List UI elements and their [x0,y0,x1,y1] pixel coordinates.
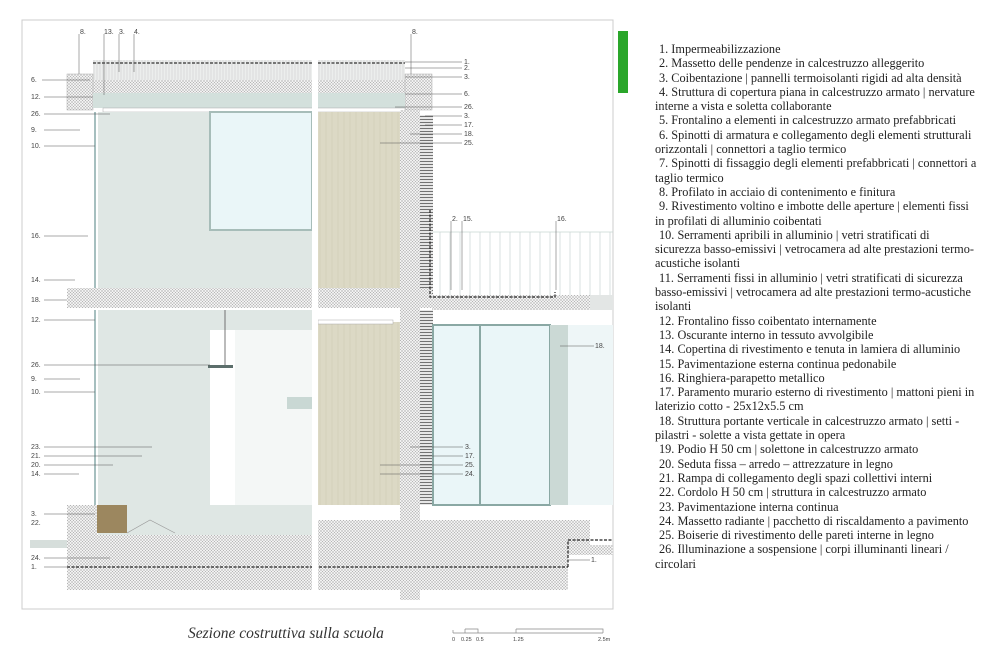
legend-item: 11. Serramenti fissi in alluminio | vetr… [655,270,971,314]
legend-item: 24. Massetto radiante | pacchetto di ris… [659,513,969,528]
scale-tick: 0 [452,637,455,643]
callout: 18. [595,343,605,350]
legend-item: 2. Massetto delle pendenze in calcestruz… [659,56,925,71]
legend-item: 8. Profilato in acciaio di contenimento … [659,184,896,199]
legend-item: 10. Serramenti apribili in alluminio | v… [655,227,974,271]
legend-item: 15. Pavimentazione esterna continua pedo… [659,356,897,371]
callout: 3. [31,511,37,518]
callout: 25. [464,140,474,147]
legend-item: 12. Frontalino fisso coibentato internam… [659,313,877,328]
legend-item: 4. Struttura di copertura piana in calce… [655,84,975,114]
drawing-title: Sezione costruttiva sulla scuola [188,625,384,642]
callout: 16. [557,216,567,223]
legend-item: 16. Ringhiera-parapetto metallico [659,370,825,385]
legend-item: 13. Oscurante interno in tessuto avvolgi… [659,327,874,342]
legend-item: 5. Frontalino a elementi in calcestruzzo… [659,113,957,128]
callout: 6. [464,91,470,98]
callout: 9. [31,376,37,383]
legend-item: 23. Pavimentazione interna continua [659,499,839,514]
legend-item: 25. Boiserie di rivestimento delle paret… [659,528,934,543]
brick-facing-lower [420,310,433,505]
legend-item: 18. Struttura portante verticale in calc… [655,413,960,443]
callout: 25. [465,462,475,469]
legend-item: 14. Copertina di rivestimento e tenuta i… [659,342,961,357]
roof [66,60,433,113]
scale-bar: 0 0.25 0.5 1.25 2.5m [452,628,611,643]
callout: 12. [31,317,41,324]
railing [433,231,613,295]
callout: 10. [31,389,41,396]
callout: 3. [465,444,471,451]
scale-tick: 1.25 [513,637,524,643]
legend-item: 6. Spinotti di armatura e collegamento d… [655,127,972,157]
callout: 1. [31,564,37,571]
callout: 2. [452,216,458,223]
callout: 24. [31,555,41,562]
callout: 26. [31,362,41,369]
callout: 17. [464,122,474,129]
callout: 14. [31,277,41,284]
callout: 18. [31,297,41,304]
legend-item: 9. Rivestimento voltino e imbotte delle … [655,199,969,228]
scale-tick: 0.5 [476,637,484,643]
callout: 8. [412,29,418,36]
callout: 3. [464,74,470,81]
podium-right [318,520,613,590]
legend-item: 22. Cordolo H 50 cm | struttura in calce… [659,485,927,500]
callout: 1. [464,59,470,66]
callout: 18. [464,131,474,138]
scale-tick: 0.25 [461,637,472,643]
callout: 9. [31,127,37,134]
callout: 14. [31,471,41,478]
callout: 3. [119,29,125,36]
legend-item: 20. Seduta fissa – arredo – attrezzature… [659,456,893,471]
lower-window [432,324,551,506]
concrete-column [550,325,568,505]
brick-facing-upper [420,115,433,295]
upper-window [209,111,313,231]
callout: 17. [465,453,475,460]
legend-item: 1. Impermeabilizzazione [659,42,781,56]
callout: 4. [134,29,140,36]
accent-bar [618,31,628,93]
right-wall [400,110,420,600]
callout: 26. [31,111,41,118]
callout: 6. [31,77,37,84]
callout: 21. [31,453,41,460]
callout: 16. [31,233,41,240]
legend-item: 21. Rampa di collegamento degli spazi co… [659,470,933,485]
callout: 13. [104,29,114,36]
callout: 12. [31,94,41,101]
legend-item: 3. Coibentazione | pannelli termoisolant… [659,70,962,85]
callout: 8. [80,29,86,36]
callout: 1. [591,557,597,564]
legend-item: 17. Paramento murario esterno di rivesti… [655,385,975,414]
wood-seat [97,505,127,533]
callout: 2. [464,65,470,72]
podium-left [67,505,312,590]
section-drawing: 8. 13. 3. 4. 8. 6. 12. 26. 9. 10. 16. 14… [21,19,614,610]
callout: 10. [31,143,41,150]
callout-texts: 8. 13. 3. 4. 8. 6. 12. 26. 9. 10. 16. 14… [31,29,605,571]
callout: 15. [463,216,473,223]
intermediate-slab [67,288,432,308]
upper-wood-boiserie [318,112,400,288]
callout: 23. [31,444,41,451]
callout: 3. [464,113,470,120]
callout-labels [42,34,594,568]
legend-item: 7. Spinotti di fissaggio degli elementi … [655,156,977,185]
callout: 24. [465,471,475,478]
legend-item: 19. Podio H 50 cm | solettone in calcest… [659,442,919,457]
lower-wood-boiserie [318,322,400,505]
callout: 20. [31,462,41,469]
callout: 26. [464,104,474,111]
legend-item: 26. Illuminazione a sospensione | corpi … [655,542,949,571]
terrace-slab [432,295,590,310]
scale-tick: 2.5m [598,637,611,643]
callout: 22. [31,520,41,527]
suspension-light [208,365,233,368]
